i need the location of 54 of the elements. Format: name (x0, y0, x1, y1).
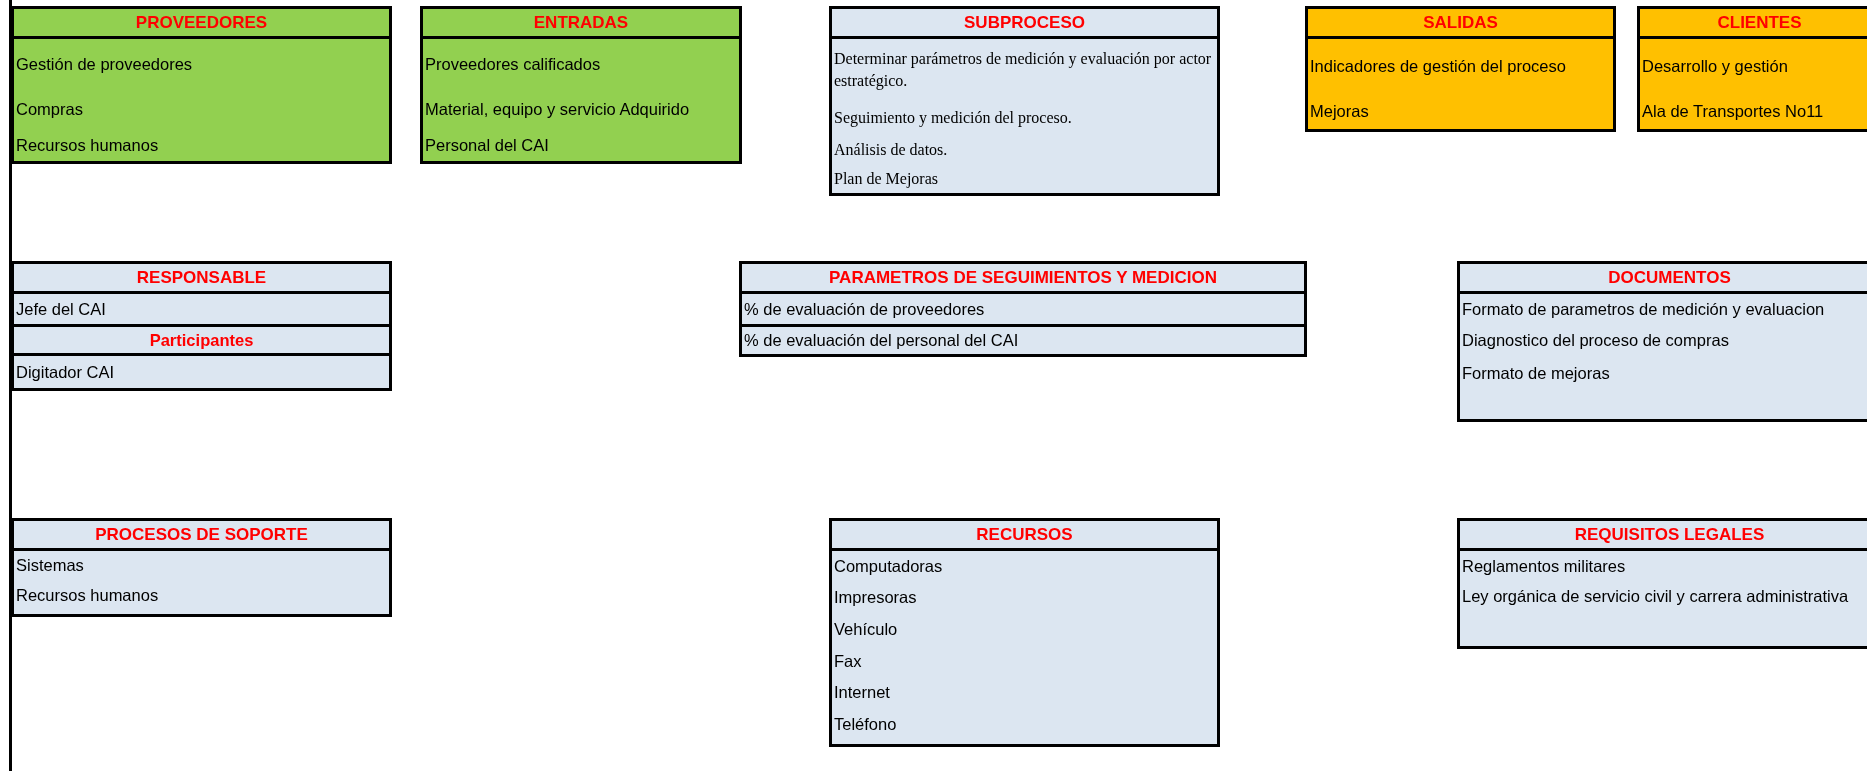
list-item: % de evaluación del personal del CAI (742, 324, 1304, 354)
panel-table (420, 6, 742, 164)
list-item: Análisis de datos. (833, 139, 949, 160)
list-item: Formato de parametros de medición y evaluacion (1461, 298, 1826, 320)
list-item: Impresoras (833, 586, 918, 608)
list-item: Ala de Transportes No11 (1641, 101, 1825, 123)
panel-heading: PARAMETROS DE SEGUIMIENTOS Y MEDICION (742, 264, 1304, 294)
list-item: Compras (15, 98, 84, 120)
panel-heading: DOCUMENTOS (1460, 264, 1867, 294)
panel-heading: RESPONSABLE (14, 264, 389, 294)
panel-table (829, 518, 1220, 747)
list-item: Determinar parámetros de medición y evaluación por actor estratégico. (833, 49, 1213, 92)
panel-table (1305, 6, 1616, 132)
panel-table (829, 6, 1220, 196)
panel-table (1457, 261, 1867, 422)
panel-table (1457, 518, 1867, 649)
list-item: Ley orgánica de servicio civil y carrera administrativa (1461, 586, 1850, 607)
list-item: Computadoras (833, 555, 944, 577)
list-item: Indicadores de gestión del proceso (1309, 56, 1567, 78)
list-item: Internet (833, 682, 891, 704)
section-heading: Participantes (14, 324, 389, 356)
list-item: Sistemas (15, 554, 85, 576)
panel-table (11, 261, 392, 391)
panel-heading: RECURSOS (832, 521, 1217, 551)
panel-heading: SALIDAS (1308, 9, 1613, 39)
list-item: Material, equipo y servicio Adquirido (424, 98, 691, 120)
list-item: Personal del CAI (424, 134, 550, 156)
list-item: Recursos humanos (15, 585, 160, 607)
panel-heading: PROVEEDORES (14, 9, 389, 39)
panel-table (739, 261, 1307, 357)
list-item: Reglamentos militares (1461, 555, 1627, 577)
list-item: Desarrollo y gestión (1641, 56, 1789, 78)
panel-heading: PROCESOS DE SOPORTE (14, 521, 389, 551)
list-item: Plan de Mejoras (833, 169, 939, 190)
list-item: Vehículo (833, 619, 899, 641)
list-item: Jefe del CAI (15, 298, 107, 320)
list-item: Teléfono (833, 714, 898, 736)
panel-table (1637, 6, 1867, 132)
list-item: Fax (833, 651, 863, 673)
panel-table (11, 518, 392, 617)
list-item: Proveedores calificados (424, 53, 602, 75)
list-item: Formato de mejoras (1461, 363, 1611, 385)
list-item: Diagnostico del proceso de compras (1461, 330, 1730, 352)
panel-heading: SUBPROCESO (832, 9, 1217, 39)
list-item: Recursos humanos (15, 134, 160, 156)
panel-heading: ENTRADAS (423, 9, 739, 39)
list-item: Digitador CAI (15, 361, 116, 383)
panel-heading: REQUISITOS LEGALES (1460, 521, 1867, 551)
list-item: Gestión de proveedores (15, 53, 194, 75)
list-item: % de evaluación de proveedores (743, 298, 986, 320)
panel-table (11, 6, 392, 164)
list-item: Seguimiento y medición del proceso. (833, 107, 1073, 129)
panel-heading: CLIENTES (1640, 9, 1867, 39)
list-item: Mejoras (1309, 101, 1370, 123)
